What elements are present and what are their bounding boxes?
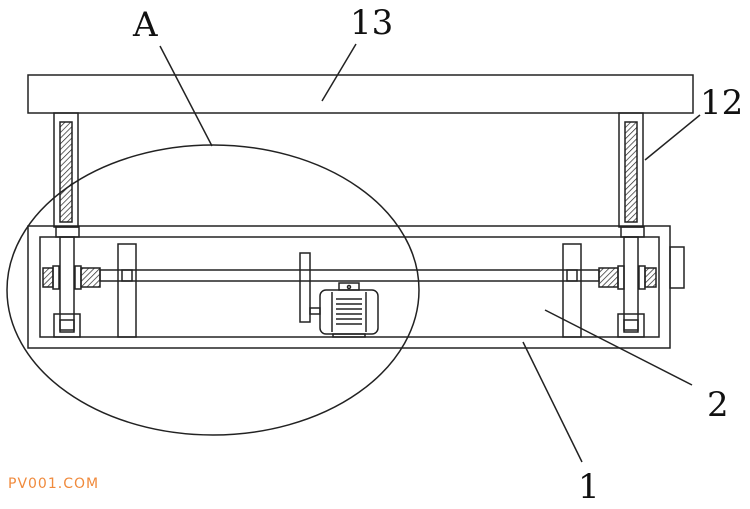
- label-2: 2: [707, 385, 729, 425]
- watermark: PV001.COM: [8, 476, 100, 492]
- left-screw-assembly: [42, 226, 101, 338]
- label-1: 1: [578, 467, 600, 507]
- drive-shaft: [99, 269, 600, 282]
- label-12: 12: [700, 83, 744, 123]
- leader-12: [644, 114, 701, 161]
- gear: [299, 252, 311, 323]
- right-screw-assembly: [598, 226, 657, 338]
- top-plate: [27, 74, 694, 114]
- right-bearing-block: [562, 243, 582, 338]
- label-a: A: [133, 5, 158, 45]
- label-13: 13: [350, 3, 394, 43]
- right-lift-rod: [618, 112, 644, 228]
- leader-13: [321, 43, 357, 102]
- inner-frame: [39, 236, 660, 338]
- left-lift-rod: [53, 112, 79, 228]
- leader-1: [522, 341, 583, 463]
- detail-a-ellipse: [6, 144, 420, 436]
- side-knob: [669, 246, 685, 289]
- left-bearing-block: [117, 243, 137, 338]
- leader-a: [159, 45, 213, 147]
- leader-2: [544, 309, 693, 386]
- motor: [309, 282, 379, 338]
